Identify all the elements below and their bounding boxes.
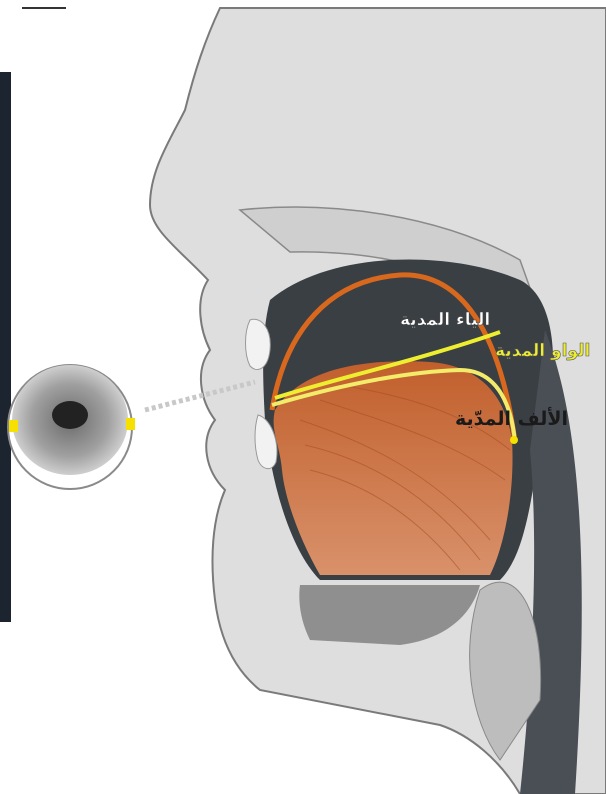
lips-marker-left — [9, 420, 18, 432]
lips-marker-right — [126, 418, 135, 430]
alif-end-dot — [510, 436, 518, 444]
left-dark-strip — [0, 72, 11, 622]
waw-label: الواو المدية — [495, 341, 590, 361]
lips-inset-opening — [52, 401, 88, 429]
alif-label: الألف المدّية — [455, 407, 568, 430]
ya-label: الياء المدية — [400, 310, 490, 330]
